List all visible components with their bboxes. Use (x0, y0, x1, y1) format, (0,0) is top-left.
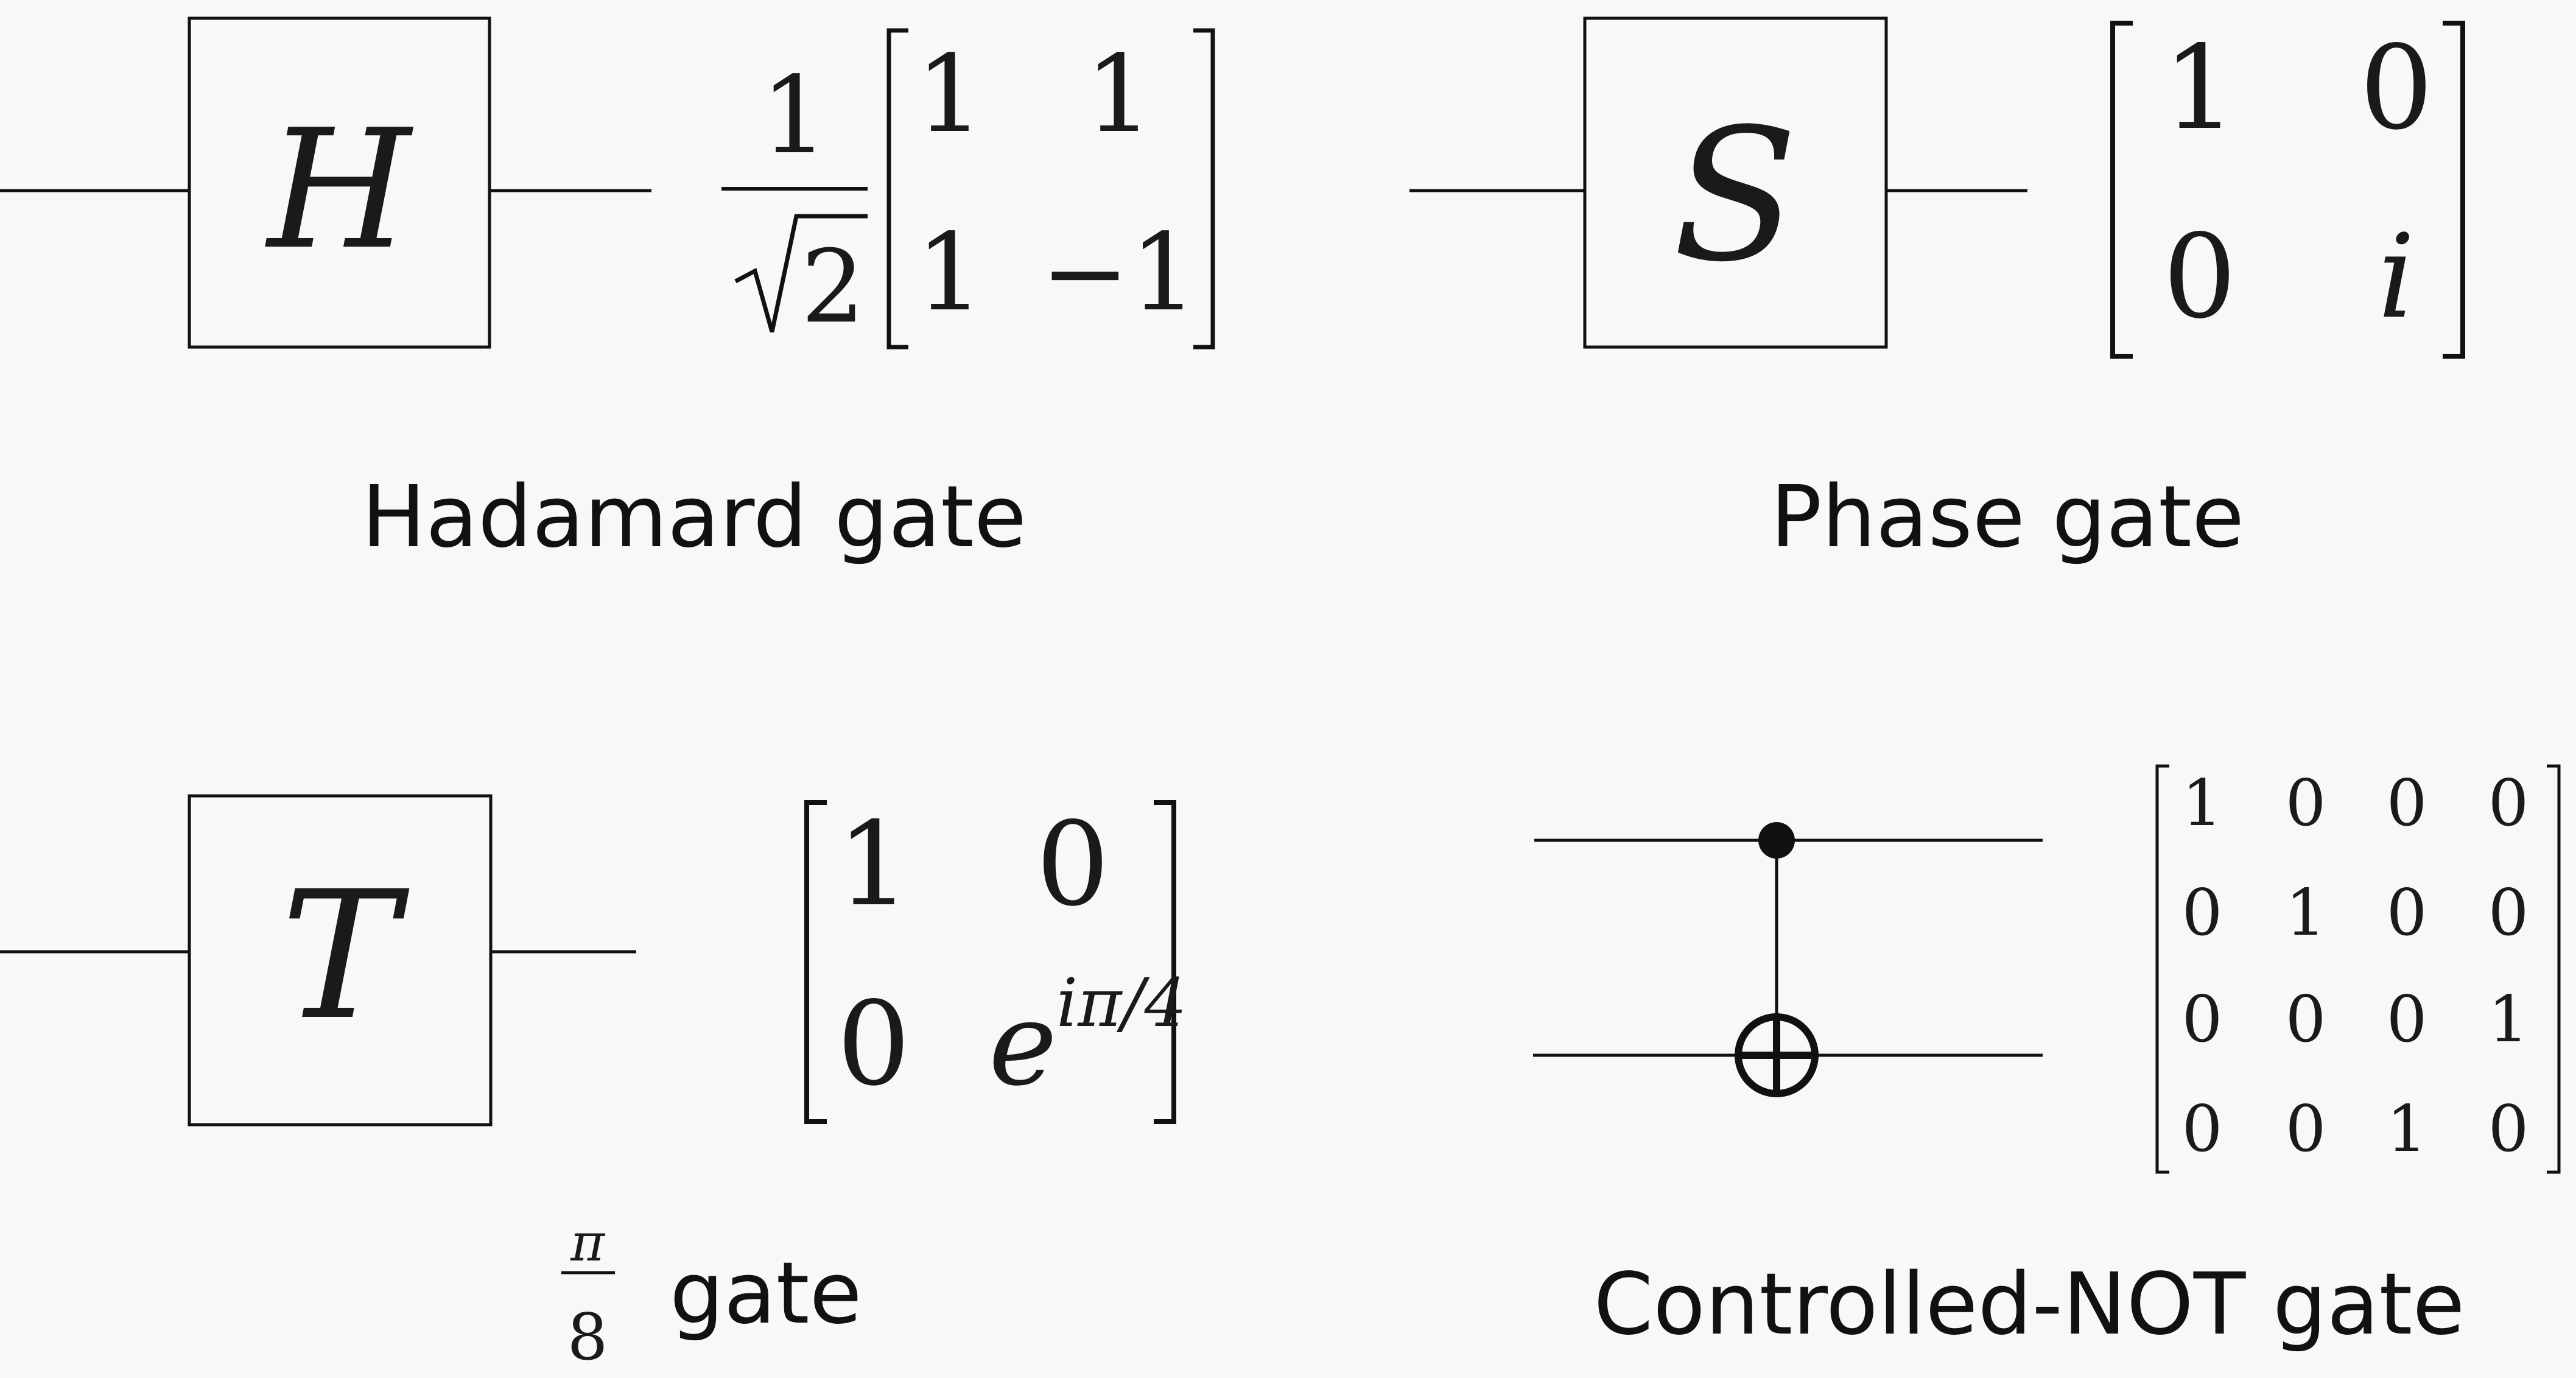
phase-matrix-r2c2: i (2378, 209, 2415, 344)
hadamard-gate-panel: H 1 2 1 1 1 −1 Hadamard gate (0, 16, 1215, 567)
hadamard-prefactor-numerator: 1 (760, 54, 828, 178)
t-matrix-r2c2-base: e (989, 977, 1057, 1111)
t-gate-box (188, 794, 493, 1127)
hadamard-matrix-r1c1: 1 (916, 33, 983, 156)
hadamard-matrix-r1c2: 1 (1085, 33, 1153, 156)
cnot-control-dot-icon (1758, 822, 1795, 859)
cnot-matrix-r3c1: 0 (2182, 982, 2223, 1056)
cnot-matrix-r1c3: 0 (2387, 766, 2427, 840)
t-matrix-r2c1: 0 (837, 977, 911, 1111)
cnot-right-bracket (2547, 764, 2561, 1174)
hadamard-gate-label: Hadamard gate (362, 468, 1027, 567)
t-gate-panel: T 1 0 0 e iπ/4 π 8 gate (0, 794, 1187, 1374)
cnot-gate-panel: 1 0 0 0 0 1 0 0 0 0 0 1 0 0 1 0 Controll… (1533, 764, 2561, 1354)
hadamard-matrix-r2c1: 1 (916, 211, 983, 335)
t-matrix-r2c2-exponent: iπ/4 (1056, 964, 1187, 1042)
cnot-matrix-r4c4: 0 (2488, 1092, 2529, 1166)
cnot-matrix-r2c2: 1 (2286, 876, 2326, 950)
cnot-left-bracket (2155, 764, 2169, 1174)
cnot-matrix-r1c4: 0 (2488, 766, 2529, 840)
t-label-frac-denominator: 8 (567, 1300, 608, 1374)
t-matrix-r1c1: 1 (837, 797, 911, 932)
cnot-matrix-r2c1: 0 (2182, 876, 2223, 950)
t-gate-label-word: gate (670, 1244, 862, 1343)
phase-matrix-r1c2: 0 (2360, 21, 2434, 155)
t-label-frac-numerator: π (570, 1213, 606, 1273)
phase-matrix-r2c1: 0 (2163, 209, 2237, 344)
t-left-bracket (804, 800, 827, 1124)
sqrt-radical-icon (734, 214, 868, 332)
cnot-gate-label: Controlled-NOT gate (1593, 1255, 2465, 1354)
hadamard-gate-box (188, 16, 491, 349)
cnot-matrix-r3c2: 0 (2286, 982, 2326, 1056)
phase-left-bracket (2110, 21, 2133, 359)
cnot-matrix-r2c4: 0 (2488, 876, 2529, 950)
phase-gate-label: Phase gate (1771, 468, 2244, 567)
cnot-matrix-r3c3: 0 (2387, 982, 2427, 1056)
hadamard-prefactor-denominator: 2 (801, 228, 865, 345)
cnot-matrix-r2c3: 0 (2387, 876, 2427, 950)
t-gate-symbol: T (281, 854, 410, 1059)
phase-gate-panel: S 1 0 0 i Phase gate (1409, 16, 2465, 567)
phase-right-bracket (2443, 21, 2465, 359)
hadamard-gate-symbol: H (265, 94, 414, 286)
hadamard-matrix-r2c2: −1 (1041, 211, 1198, 335)
cnot-matrix-r1c1: 1 (2182, 766, 2223, 840)
phase-gate-box (1583, 16, 1888, 349)
cnot-matrix-r4c3: 1 (2387, 1092, 2427, 1166)
cnot-matrix-r4c1: 0 (2182, 1092, 2223, 1166)
cnot-target-xor-icon (1735, 1013, 1819, 1097)
hadamard-left-bracket (886, 28, 908, 350)
cnot-matrix-r3c4: 1 (2488, 982, 2529, 1056)
hadamard-right-bracket (1193, 28, 1215, 350)
t-right-bracket (1154, 800, 1176, 1124)
phase-matrix-r1c1: 1 (2163, 21, 2237, 155)
cnot-matrix-r4c2: 0 (2286, 1092, 2326, 1166)
phase-gate-symbol: S (1672, 90, 1798, 302)
cnot-matrix-r1c2: 0 (2286, 766, 2326, 840)
t-matrix-r1c2: 0 (1036, 797, 1110, 932)
